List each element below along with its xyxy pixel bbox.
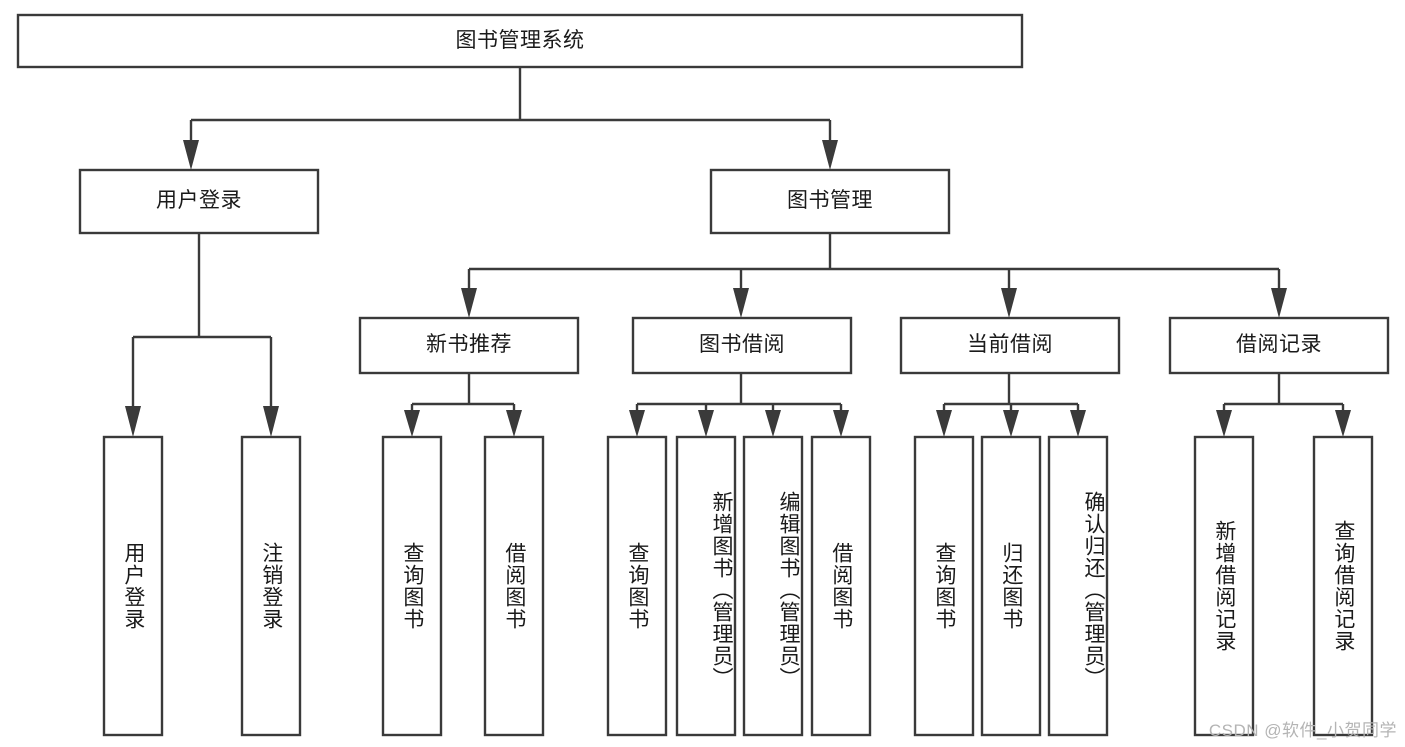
watermark-text: CSDN @软件_小贺同学 bbox=[1208, 721, 1397, 740]
arrow-head-leaf-add-record bbox=[1216, 410, 1232, 437]
node-box-leaf-logout[interactable] bbox=[240, 435, 302, 737]
arrow-head-user-login bbox=[183, 140, 199, 170]
arrow-head-leaf-return-book bbox=[1003, 410, 1019, 437]
arrow-head-leaf-query-book-1 bbox=[404, 410, 420, 437]
node-box-leaf-query-book-3[interactable] bbox=[913, 435, 975, 737]
node-box-book-manage[interactable] bbox=[709, 168, 951, 235]
node-box-leaf-query-book-1[interactable] bbox=[381, 435, 443, 737]
arrow-head-leaf-borrow-book-2 bbox=[833, 410, 849, 437]
node-box-leaf-add-book[interactable] bbox=[675, 435, 737, 737]
arrow-head-leaf-logout bbox=[263, 406, 279, 437]
node-box-new-book-rec[interactable] bbox=[358, 316, 580, 375]
node-box-leaf-query-record[interactable] bbox=[1312, 435, 1374, 737]
arrow-head-leaf-confirm-return bbox=[1070, 410, 1086, 437]
arrow-head-current-borrow bbox=[1001, 288, 1017, 318]
arrow-head-leaf-add-book bbox=[698, 410, 714, 437]
node-box-current-borrow[interactable] bbox=[899, 316, 1121, 375]
node-box-leaf-edit-book[interactable] bbox=[742, 435, 804, 737]
node-box-borrow-record[interactable] bbox=[1168, 316, 1390, 375]
arrow-head-new-book-rec bbox=[461, 288, 477, 318]
node-box-leaf-user-login[interactable] bbox=[102, 435, 164, 737]
arrow-head-borrow-record bbox=[1271, 288, 1287, 318]
node-box-leaf-borrow-book-1[interactable] bbox=[483, 435, 545, 737]
arrow-head-book-borrow bbox=[733, 288, 749, 318]
node-box-book-borrow[interactable] bbox=[631, 316, 853, 375]
arrow-head-leaf-borrow-book-1 bbox=[506, 410, 522, 437]
node-box-leaf-return-book[interactable] bbox=[980, 435, 1042, 737]
arrow-head-leaf-edit-book bbox=[765, 410, 781, 437]
node-box-user-login[interactable] bbox=[78, 168, 320, 235]
arrow-head-leaf-user-login bbox=[125, 406, 141, 437]
arrow-head-book-manage bbox=[822, 140, 838, 170]
node-box-root[interactable] bbox=[16, 13, 1024, 69]
arrow-head-leaf-query-book-2 bbox=[629, 410, 645, 437]
node-box-leaf-confirm-return[interactable] bbox=[1047, 435, 1109, 737]
node-box-leaf-query-book-2[interactable] bbox=[606, 435, 668, 737]
node-box-leaf-borrow-book-2[interactable] bbox=[810, 435, 872, 737]
node-box-leaf-add-record[interactable] bbox=[1193, 435, 1255, 737]
arrow-head-leaf-query-record bbox=[1335, 410, 1351, 437]
arrow-head-leaf-query-book-3 bbox=[936, 410, 952, 437]
